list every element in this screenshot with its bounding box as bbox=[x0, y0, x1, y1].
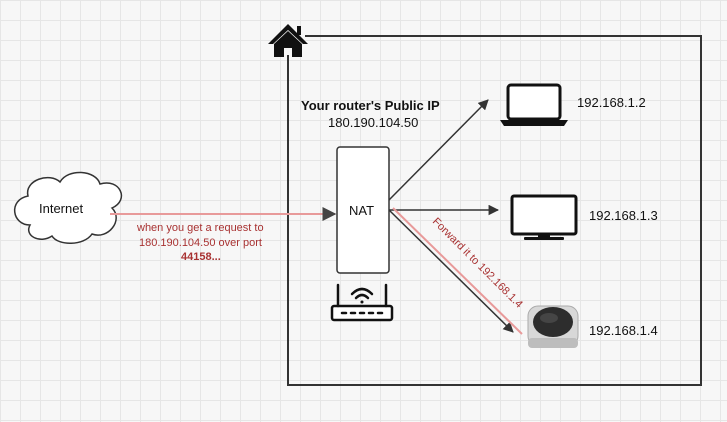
laptop-icon bbox=[500, 83, 568, 126]
internet-label: Internet bbox=[39, 201, 84, 216]
house-icon bbox=[268, 24, 308, 57]
internet-cloud bbox=[14, 171, 123, 244]
request-note-port: 44158... bbox=[181, 251, 221, 263]
router-title: Your router's Public IP bbox=[301, 98, 440, 113]
device-ip-tv: 192.168.1.3 bbox=[589, 208, 658, 223]
arrow-to-speaker-dark bbox=[388, 209, 514, 333]
nat-label: NAT bbox=[349, 203, 375, 218]
device-ip-speaker: 192.168.1.4 bbox=[589, 323, 658, 338]
home-boundary bbox=[287, 35, 702, 386]
arrow-to-speaker-red bbox=[392, 207, 523, 335]
arrow-to-laptop bbox=[388, 99, 489, 201]
request-note-line2: 180.190.104.50 over port bbox=[139, 237, 262, 249]
public-ip: 180.190.104.50 bbox=[328, 115, 419, 130]
device-ip-laptop: 192.168.1.2 bbox=[577, 95, 646, 110]
wifi-router-icon bbox=[330, 283, 394, 322]
tv-icon bbox=[510, 194, 578, 240]
speaker-icon bbox=[527, 305, 579, 348]
request-note-line1: when you get a request to bbox=[137, 222, 264, 234]
